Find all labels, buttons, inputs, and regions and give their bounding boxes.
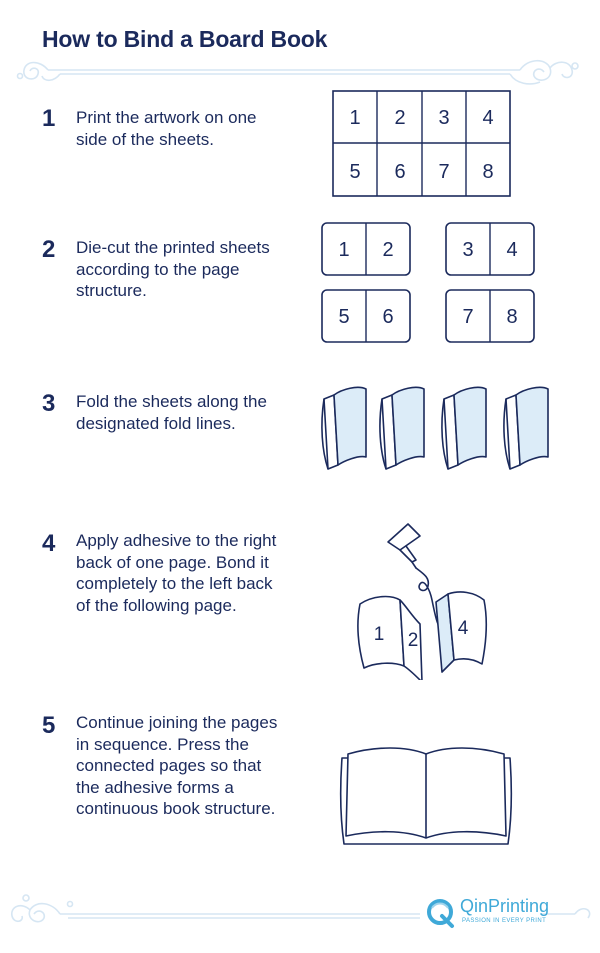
step-2-text: Die-cut the printed sheets according to … [76, 238, 270, 300]
page-number: 5 [338, 306, 349, 328]
step-1-number: 1 [42, 105, 56, 132]
page-number: 4 [458, 618, 469, 639]
glue-bottle-icon [387, 523, 421, 569]
page-number: 1 [374, 624, 385, 645]
step-4-text: Apply adhesive to the right back of one … [76, 531, 277, 615]
folded-sheet [321, 386, 367, 470]
sheet-number: 1 [349, 107, 360, 129]
logo-name: QinPrinting [460, 896, 550, 916]
top-ornament-divider [16, 59, 579, 85]
folded-sheet [441, 386, 487, 470]
page-number: 3 [462, 239, 473, 261]
logo-tagline: PASSION IN EVERY PRINT [462, 918, 547, 924]
step-3-number: 3 [42, 390, 56, 417]
sheet-number: 5 [349, 161, 360, 183]
page-number: 2 [408, 630, 419, 651]
bottom-ornament-divider [11, 894, 591, 923]
step-5-number: 5 [42, 712, 56, 739]
sheet-number: 8 [482, 161, 493, 183]
page-number: 1 [338, 239, 349, 261]
sheet-number: 2 [394, 107, 405, 129]
folded-sheet [503, 386, 549, 470]
die-cut-pages-illustration: 1 2 3 4 5 6 7 8 [321, 222, 535, 343]
sheet-number: 6 [394, 161, 405, 183]
step-2-number: 2 [42, 236, 56, 263]
step-3-text: Fold the sheets along the designated fol… [76, 392, 267, 433]
step-1-text: Print the artwork on one side of the she… [76, 108, 257, 149]
folded-sheet [379, 386, 425, 470]
bound-book-illustration [339, 747, 513, 845]
page-number: 4 [506, 239, 517, 261]
step-4-number: 4 [42, 530, 56, 557]
sheet-number: 4 [482, 107, 493, 129]
sheet-number: 7 [438, 161, 449, 183]
sheet-number: 3 [438, 107, 449, 129]
page-number: 7 [462, 306, 473, 328]
page-number: 6 [382, 306, 393, 328]
qinprinting-logo: QinPrinting PASSION IN EVERY PRINT [424, 894, 574, 934]
logo-mark-icon [427, 899, 454, 928]
folded-sheets-illustration [321, 386, 549, 470]
page-title: How to Bind a Board Book [42, 26, 328, 52]
page-number: 8 [506, 306, 517, 328]
adhesive-bonding-illustration: 1 2 4 [357, 523, 487, 680]
page-number: 2 [382, 239, 393, 261]
step-5-text: Continue joining the pages in sequence. … [76, 713, 278, 818]
printed-sheet-illustration: 1 2 3 4 5 6 7 8 [332, 90, 511, 197]
